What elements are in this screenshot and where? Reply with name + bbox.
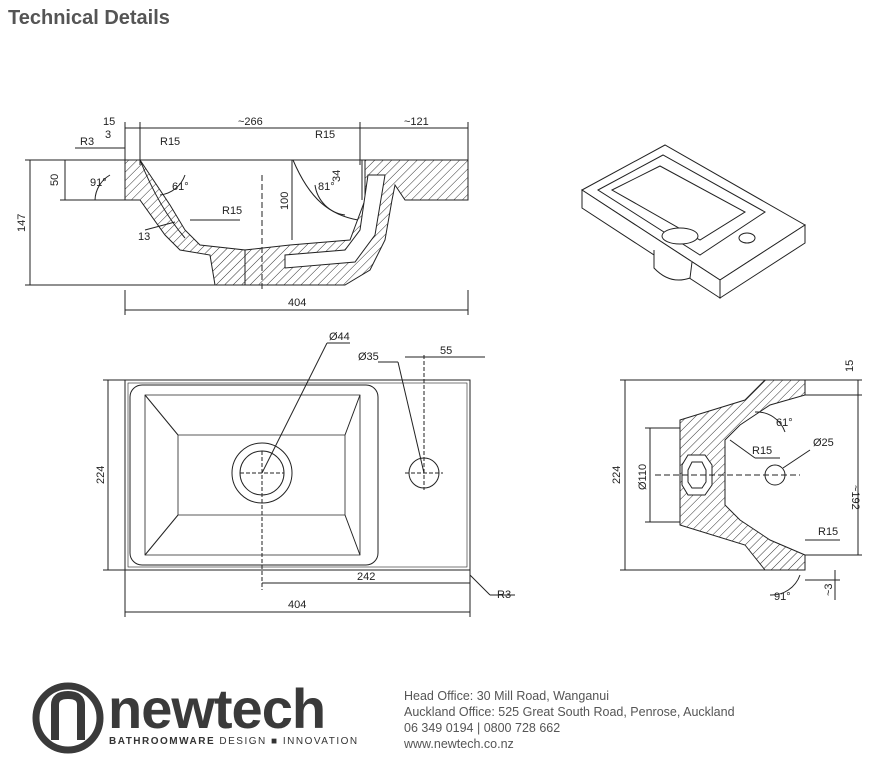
angle-61: 61° <box>172 181 189 193</box>
section-view <box>25 122 469 315</box>
dim-266: ~266 <box>238 116 263 128</box>
dim-147: 147 <box>16 214 28 232</box>
logo-wordmark: newtech <box>108 677 326 740</box>
isometric-view <box>581 144 806 299</box>
dim-r15-center: R15 <box>222 205 242 217</box>
dim-3: 3 <box>105 129 111 141</box>
dim-404-plan: 404 <box>288 599 306 611</box>
dim-15: 15 <box>103 116 115 128</box>
dim-13: 13 <box>138 231 150 243</box>
dim-15-side: 15 <box>844 360 856 372</box>
logo-tagline: BATHROOMWARE DESIGN ■ INNOVATION <box>109 736 359 747</box>
contact-head-office: Head Office: 30 Mill Road, Wanganui <box>404 689 609 703</box>
dim-r15-left: R15 <box>160 136 180 148</box>
dim-dia25: Ø25 <box>813 437 834 449</box>
dim-404-top: 404 <box>288 297 306 309</box>
dim-dia110: Ø110 <box>637 464 649 490</box>
dim-r15-right: R15 <box>315 129 335 141</box>
contact-auckland-office: Auckland Office: 525 Great South Road, P… <box>404 705 735 719</box>
dim-55: 55 <box>440 345 452 357</box>
dim-r15-side: R15 <box>752 445 772 457</box>
logo-tag-rest: DESIGN ■ INNOVATION <box>215 736 359 747</box>
page-title: Technical Details <box>8 7 170 29</box>
side-section-view <box>620 379 862 600</box>
dim-50: 50 <box>49 174 61 186</box>
angle-91-side: 91° <box>774 591 791 603</box>
contact-phone: 06 349 0194 | 0800 728 662 <box>404 721 561 735</box>
dim-224-side: 224 <box>611 466 623 484</box>
dim-34: 34 <box>331 170 343 182</box>
dim-3-side: ~3 <box>823 583 835 596</box>
dim-r15-side-bottom: R15 <box>818 526 838 538</box>
angle-81: 81° <box>318 181 335 193</box>
plan-view <box>103 342 515 617</box>
dim-dia44: Ø44 <box>329 331 350 343</box>
dim-192: ~192 <box>849 485 861 510</box>
dim-r3: R3 <box>80 136 94 148</box>
logo-tag-bold: BATHROOMWARE <box>109 736 216 747</box>
dim-224-plan: 224 <box>95 466 107 484</box>
dim-121: ~121 <box>404 116 429 128</box>
dim-242: 242 <box>357 571 375 583</box>
dim-dia35: Ø35 <box>358 351 379 363</box>
logo-mark <box>32 682 104 754</box>
dim-r3-plan: R3 <box>497 589 511 601</box>
contact-block: Head Office: 30 Mill Road, Wanganui Auck… <box>404 688 735 752</box>
angle-91: 91° <box>90 177 107 189</box>
contact-website[interactable]: www.newtech.co.nz <box>404 737 514 751</box>
dim-100: 100 <box>279 192 291 210</box>
angle-61-side: 61° <box>776 417 793 429</box>
